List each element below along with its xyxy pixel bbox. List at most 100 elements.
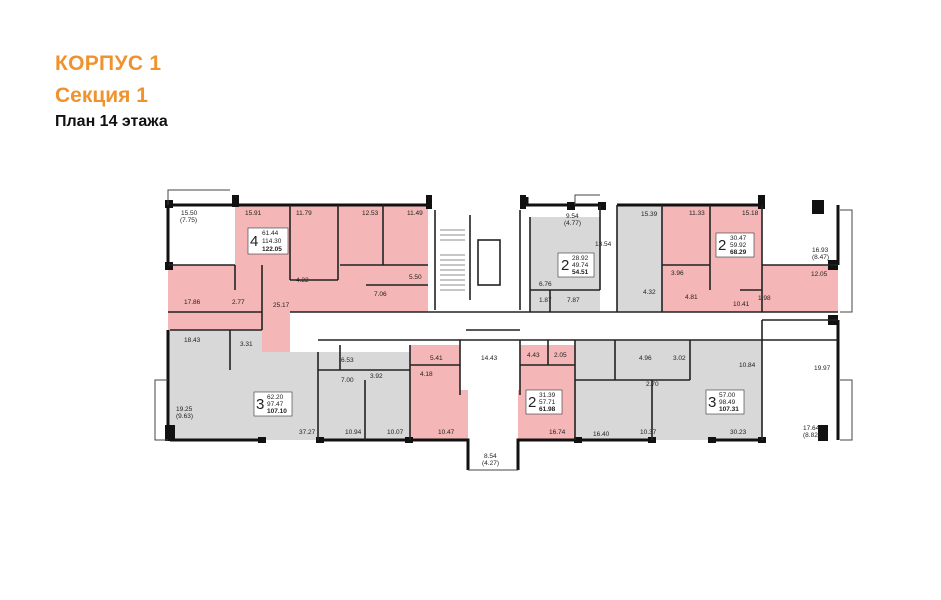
building-title: КОРПУС 1 xyxy=(55,52,162,75)
apartment-area: 98.49 xyxy=(719,399,736,406)
apartment-total-area: 107.31 xyxy=(719,406,739,413)
room-area: 4.18 xyxy=(420,371,433,378)
room-area: 4.81 xyxy=(685,294,698,301)
room-area: 2.05 xyxy=(554,352,567,359)
corridor xyxy=(290,312,838,340)
room-area: 15.50 xyxy=(181,210,198,217)
room-area: 19.97 xyxy=(814,365,831,372)
apartment-area: 59.92 xyxy=(730,242,747,249)
room-area: 16.93 xyxy=(812,247,829,254)
room-area: 12.53 xyxy=(362,210,379,217)
room-area: 9.54 xyxy=(566,213,579,220)
room-area: 4.22 xyxy=(296,277,309,284)
room-area: 7.06 xyxy=(374,291,387,298)
room-area: 6.53 xyxy=(341,357,354,364)
apartment-living-area: 31.39 xyxy=(539,392,556,399)
room-area: 15.91 xyxy=(245,210,262,217)
room-area: 4.43 xyxy=(527,352,540,359)
apartment-2-south-fill[interactable] xyxy=(410,345,575,440)
apartment-area: 49.74 xyxy=(572,262,589,269)
room-area: 16.74 xyxy=(549,429,566,436)
room-area-labels: 15.50 (7.75) 15.91 11.79 12.53 11.49 4.2… xyxy=(176,210,831,467)
apartment-2-south-label: 2 31.39 57.71 61.98 xyxy=(525,389,563,415)
apartment-rooms: 3 xyxy=(708,394,716,411)
room-area: 3.02 xyxy=(673,355,686,362)
apartment-rooms: 3 xyxy=(256,396,264,413)
apartment-living-area: 61.44 xyxy=(262,230,279,237)
room-area: 13.54 xyxy=(595,241,612,248)
apartment-4-label: 4 61.44 114.30 122.05 xyxy=(247,227,289,255)
room-area: 4.96 xyxy=(639,355,652,362)
section-title: Секция 1 xyxy=(55,84,148,107)
room-area: (8.47) xyxy=(812,254,829,261)
room-area: 4.32 xyxy=(643,289,656,296)
room-area: 10.84 xyxy=(739,362,756,369)
room-area: 3.31 xyxy=(240,341,253,348)
floor-plan-title: План 14 этажа xyxy=(55,113,168,130)
room-area: 25.17 xyxy=(273,302,290,309)
room-area: 30.23 xyxy=(730,429,747,436)
room-area: 15.39 xyxy=(641,211,658,218)
room-area: (4.27) xyxy=(482,460,499,467)
apartment-rooms: 2 xyxy=(528,394,536,411)
room-area: 14.43 xyxy=(481,355,498,362)
room-area: 18.43 xyxy=(184,337,201,344)
room-area: 10.41 xyxy=(733,301,750,308)
room-area: 7.00 xyxy=(341,377,354,384)
room-area: 10.37 xyxy=(640,429,657,436)
apartment-rooms: 4 xyxy=(250,233,258,250)
room-area: 3.92 xyxy=(370,373,383,380)
room-area: 3.96 xyxy=(671,270,684,277)
apartment-area: 97.47 xyxy=(267,401,284,408)
room-area: 2.70 xyxy=(646,381,659,388)
apartment-area: 57.71 xyxy=(539,399,556,406)
room-area: 19.25 xyxy=(176,406,193,413)
room-area: 11.33 xyxy=(689,210,705,217)
room-area: 6.76 xyxy=(539,281,552,288)
apartment-2-north-bedroom-fill[interactable] xyxy=(617,205,662,312)
apartment-total-area: 61.98 xyxy=(539,406,556,413)
apartment-living-area: 28.92 xyxy=(572,255,589,262)
room-area: 11.79 xyxy=(296,210,312,217)
room-area: 7.87 xyxy=(567,297,580,304)
room-area: 16.40 xyxy=(593,431,610,438)
room-area: 5.50 xyxy=(409,274,422,281)
apartment-area: 114.30 xyxy=(262,238,282,245)
apartment-4-fill[interactable] xyxy=(168,205,428,352)
apartment-total-area: 107.10 xyxy=(267,408,287,415)
apartment-living-area: 62.20 xyxy=(267,394,284,401)
room-area: 11.49 xyxy=(407,210,423,217)
apartment-living-area: 30.47 xyxy=(730,235,747,242)
apartment-total-area: 68.29 xyxy=(730,249,747,256)
room-area: 8.54 xyxy=(484,453,497,460)
balconies xyxy=(154,189,853,471)
apartment-3-east-label: 3 57.00 98.49 107.31 xyxy=(705,389,745,415)
apartment-rooms: 2 xyxy=(561,257,569,274)
apartment-total-area: 122.05 xyxy=(262,246,282,253)
apartment-3-east-fill[interactable] xyxy=(575,320,838,440)
apartment-living-area: 57.00 xyxy=(719,392,736,399)
room-area: 17.64 xyxy=(803,425,820,432)
room-area: 10.94 xyxy=(345,429,362,436)
apartment-rooms: 2 xyxy=(718,237,726,254)
room-area: (7.75) xyxy=(180,217,197,224)
room-area: 37.27 xyxy=(299,429,316,436)
available-apartments xyxy=(168,205,838,440)
room-area: 5.41 xyxy=(430,355,443,362)
room-area: 17.86 xyxy=(184,299,201,306)
room-area: (4.77) xyxy=(564,220,581,227)
apartment-3-west-rooms-fill[interactable] xyxy=(318,352,410,440)
room-area: (9.63) xyxy=(176,413,193,420)
room-area: 1.87 xyxy=(539,297,552,304)
room-area: 15.18 xyxy=(742,210,759,217)
apartment-3-west-label: 3 62.20 97.47 107.10 xyxy=(253,391,293,417)
room-area: 10.47 xyxy=(438,429,455,436)
apartment-2-north-label: 2 28.92 49.74 54.51 xyxy=(557,252,595,278)
interior-walls xyxy=(168,205,838,440)
room-area: (8.82) xyxy=(803,432,820,439)
apartment-2-north-east-fill[interactable] xyxy=(662,205,838,312)
room-area: 10.07 xyxy=(387,429,404,436)
apartment-total-area: 54.51 xyxy=(572,269,589,276)
room-area: 12.05 xyxy=(811,271,828,278)
room-area: 2.77 xyxy=(232,299,245,306)
